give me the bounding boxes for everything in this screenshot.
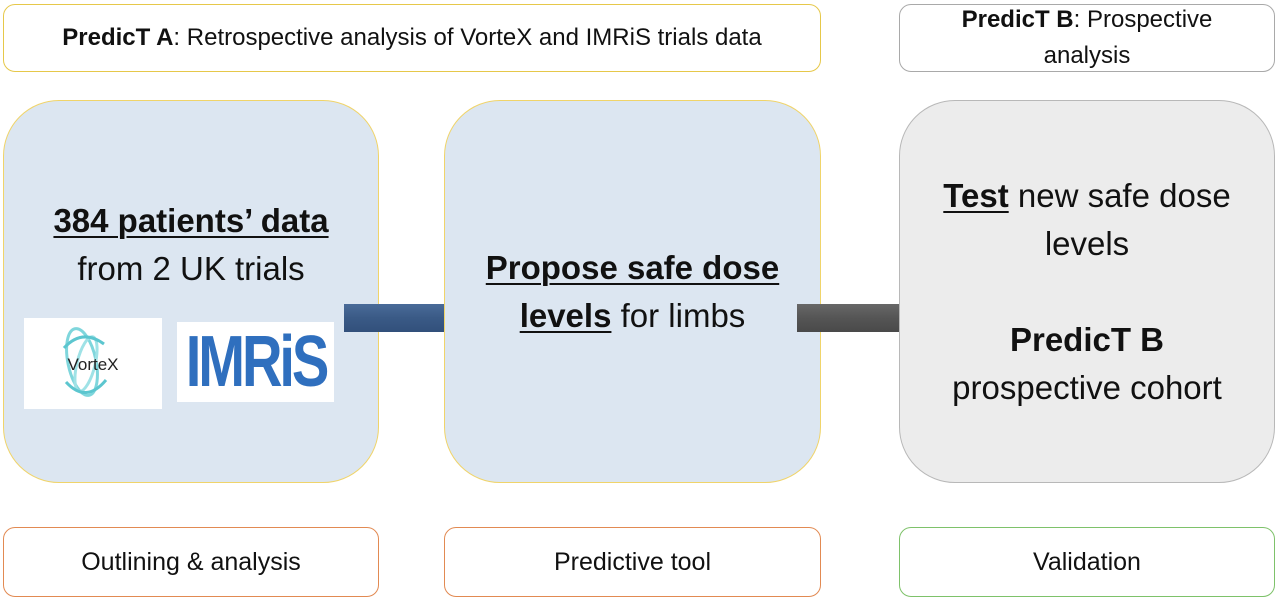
limbs-text: for limbs [611,296,746,334]
patients-data-heading: 384 patients’ data [53,202,329,239]
predict-a-header: PredicT A: Retrospective analysis of Vor… [3,4,821,72]
footer-outlining: Outlining & analysis [3,527,379,597]
proposal-panel: Propose safe dose levels for limbs [444,100,821,483]
footer-validation-label: Validation [1033,547,1141,576]
footer-validation: Validation [899,527,1275,597]
predict-b-header: PredicT B: Prospective analysis [899,4,1275,72]
test-heading: Test [943,176,1009,214]
validation-panel: Test new safe dose levels PredicT B pros… [899,100,1275,483]
test-text: new safe dose levels [1008,176,1231,262]
predict-b-label: PredicT B [961,6,1074,33]
footer-outlining-label: Outlining & analysis [81,547,301,576]
trials-source-text: from 2 UK trials [77,250,305,287]
footer-predictive-tool: Predictive tool [444,527,821,597]
cohort-heading: PredicT B [1009,320,1165,358]
levels-heading: levels [519,296,612,334]
imris-logo-text: IMRiS [185,322,329,402]
footer-predictive-tool-label: Predictive tool [553,547,712,576]
vortex-logo-text: VortеX [67,355,118,374]
propose-heading: Propose safe dose [485,248,780,286]
predict-a-label: PredicT A [62,24,174,51]
vortex-logo: VortеX [24,318,162,409]
cohort-text: prospective cohort [952,368,1222,406]
imris-logo: IMRiS [177,322,334,402]
predict-a-description: : Retrospective analysis of VorteX and I… [173,24,762,51]
predict-b-description: : Prospective analysis [1043,6,1213,69]
data-panel: 384 patients’ data from 2 UK trials [3,100,379,483]
